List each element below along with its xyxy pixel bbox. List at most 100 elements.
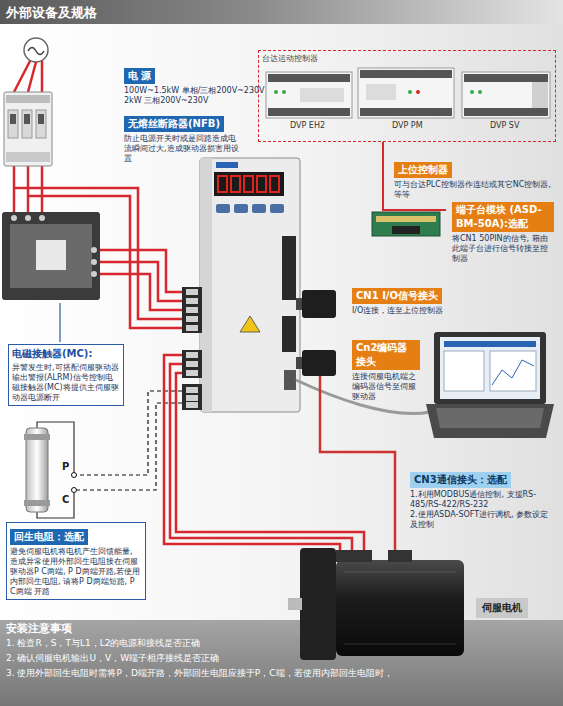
- resistor-box: 回生电阻：选配避免伺服电机将电机产生回馈能量, 造成异常使用外部回生电阻接在伺服…: [6, 522, 146, 600]
- laptop: [444, 341, 536, 347]
- terminal-board: [376, 216, 436, 222]
- motor-cable: [170, 364, 352, 550]
- callout-heading: 无熔丝断路器(NFB): [124, 116, 224, 132]
- cn1-callout: CN1 I/O信号接头I/O连接，连至上位控制器: [346, 282, 526, 318]
- motion-controller: [300, 88, 344, 102]
- motion-controller: [266, 72, 352, 118]
- callout-text: 防止电源开关时或是回路造成电流瞬间过大,造成驱动器损害用设置: [124, 134, 242, 164]
- circuit-breaker: [4, 92, 52, 166]
- motion-controller: [358, 68, 454, 118]
- motor-cable: [176, 373, 364, 550]
- model-label: DVP EH2: [290, 121, 325, 130]
- magnetic-contactor: [2, 212, 100, 300]
- circuit-breaker: [38, 114, 44, 124]
- circuit-breaker: [4, 92, 52, 166]
- callout-heading: 安装注意事项: [6, 622, 557, 636]
- motion-controller: [408, 90, 412, 94]
- callout-heading: 伺服电机: [482, 601, 522, 615]
- callout-text: 3. 使用外部回生电阻时需将P，D端开路，外部回生电阻应接于P，C端，若使用内部…: [6, 666, 557, 681]
- terminal-board: [372, 212, 440, 236]
- magnetic-contactor: [91, 259, 97, 265]
- circuit-breaker: [8, 110, 18, 138]
- callout-text: 1.利用MODBUS通信控制, 支援RS-485/RS-422/RS-232: [410, 490, 552, 510]
- servo-motor: [288, 548, 464, 660]
- motion-controller: [366, 84, 396, 100]
- callout-text: 1. 检查R，S，T与L1，L2的电源和接线是否正确: [6, 636, 557, 651]
- motion-controller: [464, 108, 548, 116]
- host-callout: 上位控制器可与台达PLC控制器作连结或其它NC控制器, 等等: [388, 156, 558, 202]
- circuit-breaker: [22, 110, 32, 138]
- motion-controller: [360, 108, 452, 116]
- cn3-callout: CN3通信接头：选配1.利用MODBUS通信控制, 支援RS-485/RS-42…: [404, 466, 558, 532]
- motion-controller: [268, 108, 350, 116]
- callout-text: 将CN1 50PIN的信号, 藉由此端子台进行信号转接至控制器: [452, 234, 554, 264]
- laptop: [440, 337, 540, 399]
- magnetic-contactor: [10, 224, 92, 288]
- magnetic-contactor: [91, 271, 97, 277]
- motion-controller: [268, 74, 350, 82]
- io-connector-plug: [302, 290, 336, 318]
- servo-drive: [231, 176, 240, 192]
- servo-drive: [257, 176, 266, 192]
- servo-drive: [270, 176, 279, 192]
- servo-drive: [282, 316, 296, 352]
- terminal-label: P: [62, 461, 69, 472]
- callout-text: 异警发生时,可搭配伺服驱动器输出警报(ALRM)信号控制电磁接触器(MC)将提供…: [12, 363, 120, 403]
- callout-text: 100W~1.5kW 单相/三相200V~230V 2kW 三相200V~230…: [124, 86, 277, 106]
- servo-drive: [186, 395, 198, 401]
- callout-heading: 电 源: [124, 68, 155, 84]
- servo-motor: [336, 550, 372, 562]
- power-source-symbol: [24, 38, 48, 62]
- servo-drive: [186, 361, 198, 367]
- servo-drive: [186, 387, 198, 393]
- servo-drive: [186, 370, 198, 376]
- callout-heading: 端子台模块 (ASD-BM-50A):选配: [452, 202, 554, 232]
- callout-text: I/O连接，连至上位控制器: [352, 306, 520, 316]
- servo-drive: [182, 384, 202, 410]
- motion-controller: [478, 90, 482, 94]
- motion-controller: [282, 90, 286, 94]
- servo-motor: [344, 644, 456, 645]
- servo-drive: [186, 402, 198, 408]
- magnetic-contactor: [39, 215, 45, 221]
- leader-line: [59, 303, 60, 342]
- model-label: DVP PM: [392, 121, 423, 130]
- laptop: [492, 360, 534, 385]
- servo-drive: [186, 325, 198, 331]
- background: [0, 620, 563, 706]
- power-source-symbol: [28, 48, 44, 55]
- terminal-board: [372, 212, 440, 236]
- servo-drive: [234, 204, 248, 213]
- regenerative-resistor: [72, 473, 77, 478]
- cn2-callout: Cn2编码器接头连接伺服电机端之编码器信号至伺服驱动器: [346, 338, 426, 404]
- terminal-label: C: [62, 494, 69, 505]
- servo-drive: [216, 162, 238, 168]
- leader-line: [59, 303, 60, 342]
- notes-band: 安装注意事项1. 检查R，S，T与L1，L2的电源和接线是否正确2. 确认伺服电…: [0, 620, 563, 683]
- laptop: [436, 408, 544, 428]
- motion-controller: [360, 70, 452, 78]
- io-connector-plug: [296, 298, 302, 310]
- magnetic-contactor: [2, 212, 100, 300]
- servo-drive: [182, 158, 300, 412]
- motion-controller: [462, 72, 550, 118]
- servo-drive: [252, 204, 266, 213]
- power-source-symbol: [24, 38, 48, 62]
- servo-motor: [288, 598, 302, 610]
- regenerative-wire: [77, 403, 183, 490]
- laptop: [426, 332, 554, 438]
- servo-motor: [336, 560, 464, 656]
- encoder-connector-plug: [302, 350, 336, 376]
- power-wire: [14, 61, 30, 92]
- laptop: [444, 351, 484, 391]
- motion-controller: [416, 90, 420, 94]
- regenerative-resistor: [72, 488, 77, 493]
- encoder-connector-plug: [296, 357, 302, 369]
- servo-drive: [282, 236, 296, 300]
- callout-heading: 台达运动控制器: [262, 53, 552, 64]
- callout-heading: 回生电阻：选配: [10, 529, 88, 545]
- motion-controller: [464, 74, 548, 82]
- servo-drive: [270, 204, 284, 213]
